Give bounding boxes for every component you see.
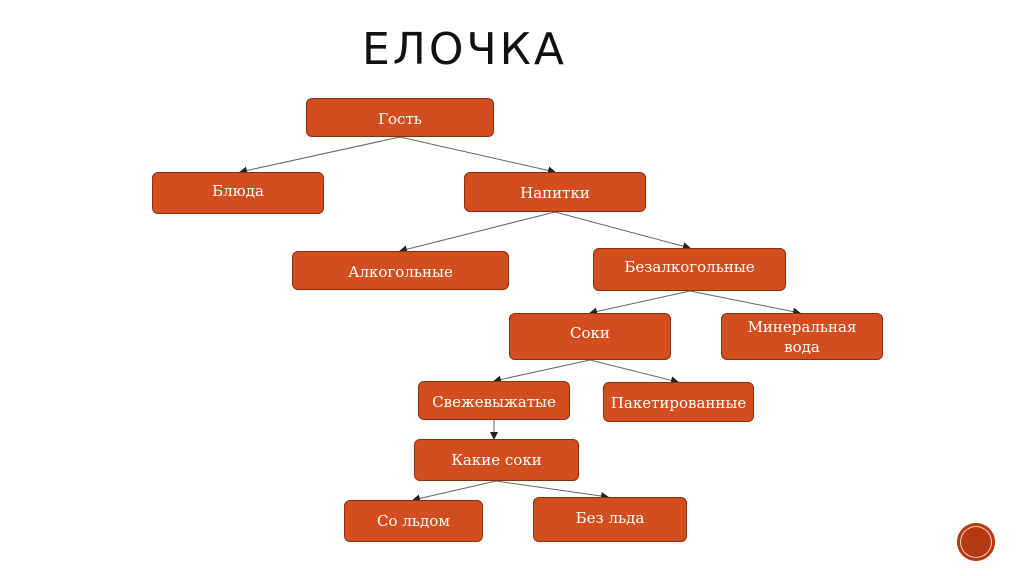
node-packaged: Пакетированные	[603, 382, 754, 422]
node-juices: Соки	[509, 313, 671, 360]
edge-juices-packaged	[589, 359, 679, 385]
edge-guest-dishes	[239, 136, 401, 175]
slide-title: ЕЛОЧКА	[362, 24, 568, 75]
edge-nonalc-juices	[589, 290, 691, 316]
node-alcoholic: Алкогольные	[292, 251, 509, 290]
edge-juices-fresh	[493, 359, 591, 384]
node-drinks: Напитки	[464, 172, 646, 212]
edge-nonalc-mineral	[689, 290, 801, 316]
edge-drinks-nonalcoholic	[554, 211, 691, 251]
node-guest: Гость	[306, 98, 494, 137]
edge-drinks-alcoholic	[399, 211, 556, 254]
node-mineral-water: Минеральная вода	[721, 313, 883, 360]
edge-which-ice	[412, 480, 497, 503]
edge-guest-drinks	[399, 136, 556, 175]
node-non-alcoholic: Безалкогольные	[593, 248, 786, 291]
node-fresh: Свежевыжатые	[418, 381, 570, 420]
node-with-ice: Со льдом	[344, 500, 483, 542]
node-without-ice: Без льда	[533, 497, 687, 542]
edge-which-noice	[495, 480, 609, 500]
node-dishes: Блюда	[152, 172, 324, 214]
slide-logo-circle-icon	[957, 523, 995, 561]
node-which-juices: Какие соки	[414, 439, 579, 481]
